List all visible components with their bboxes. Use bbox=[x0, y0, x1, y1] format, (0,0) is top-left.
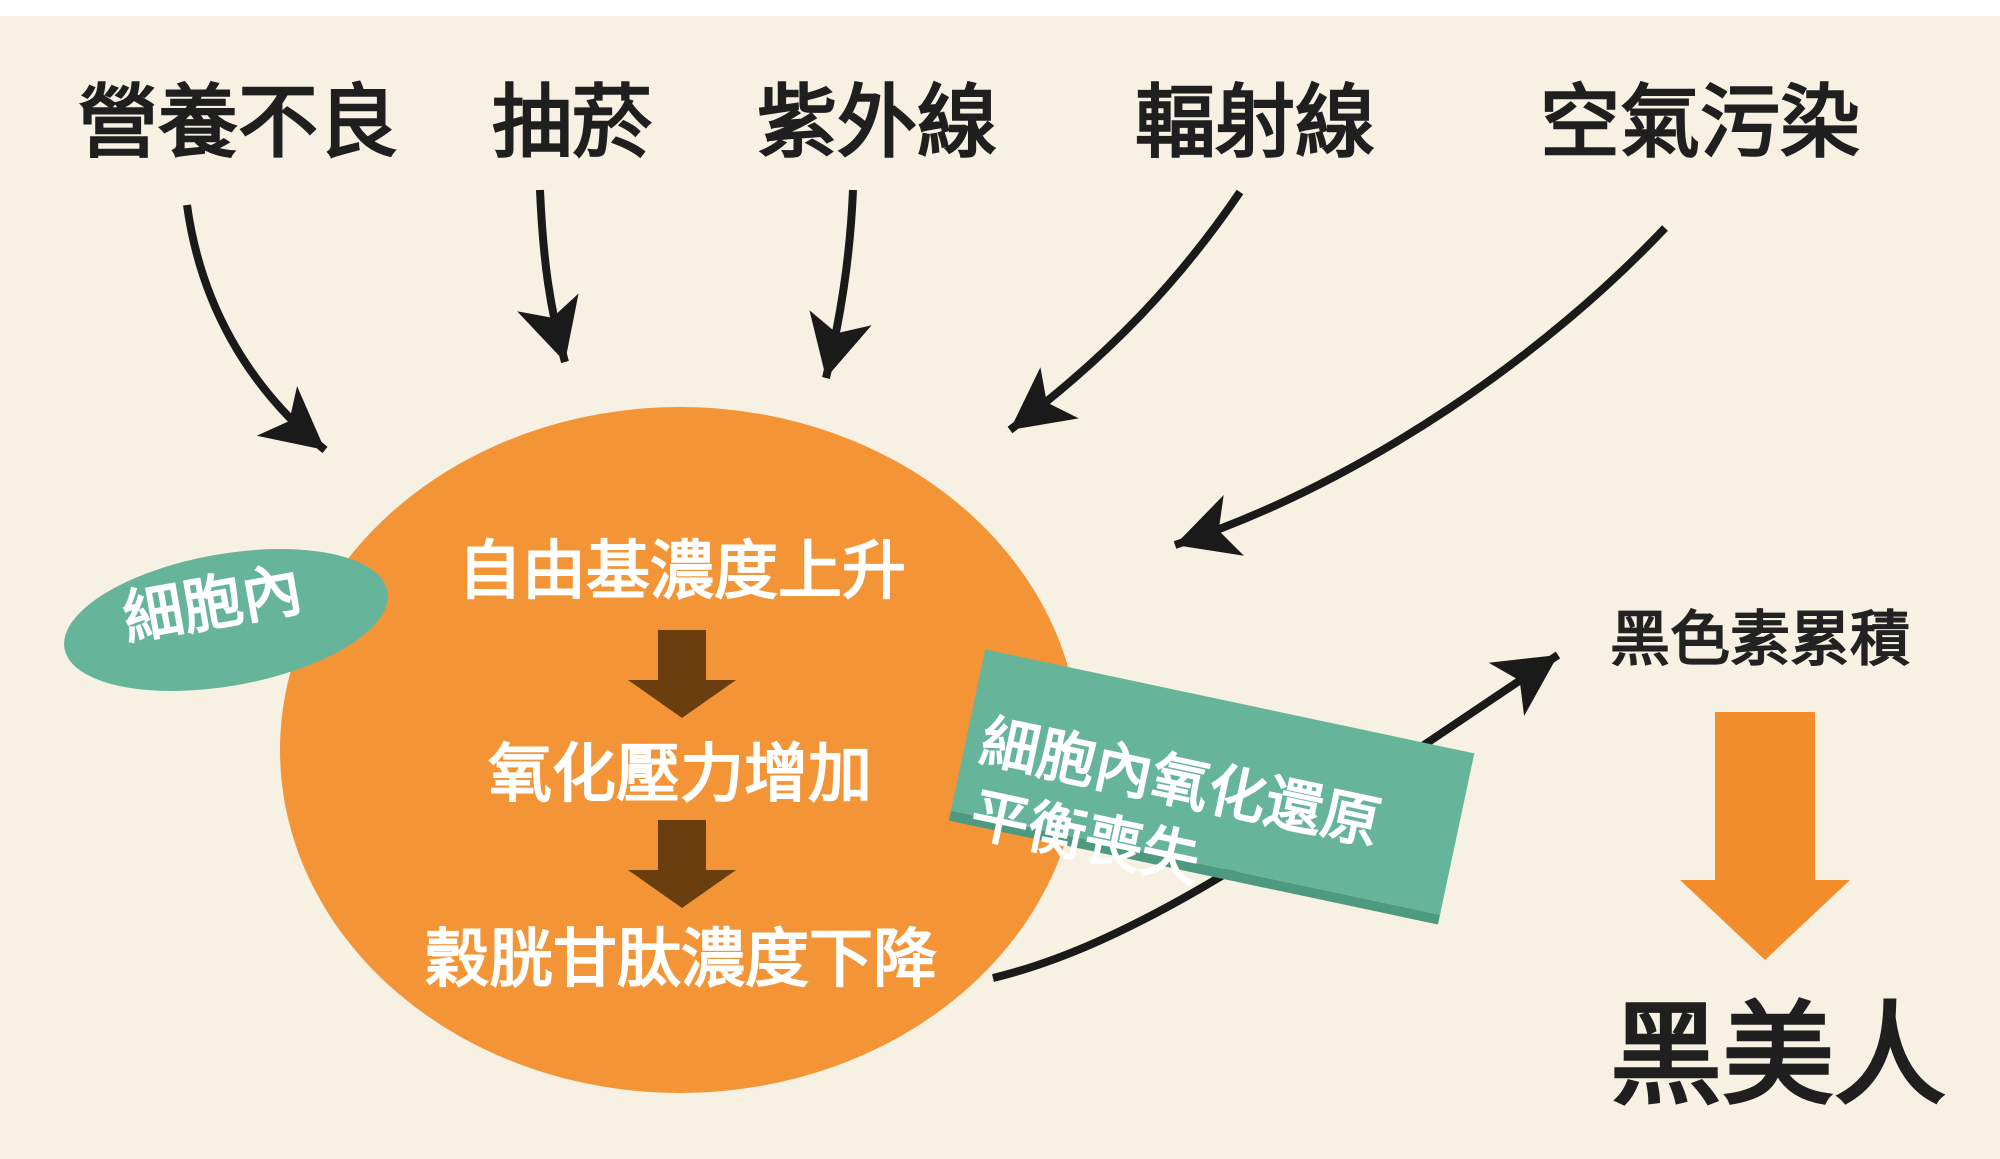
cause-malnutrition: 營養不良 bbox=[78, 76, 398, 169]
step-arrow-2 bbox=[628, 820, 736, 908]
arrow-malnutrition bbox=[183, 204, 328, 454]
step-arrow-1 bbox=[628, 630, 736, 718]
cause-radiation: 輻射線 bbox=[1135, 76, 1375, 169]
cause-air-pollution: 空氣污染 bbox=[1540, 76, 1860, 169]
step-glutathione: 穀胱甘肽濃度下降 bbox=[425, 923, 937, 997]
arrow-pollution bbox=[1173, 225, 1668, 556]
inside-cell-badge bbox=[64, 549, 388, 691]
cause-smoking: 抽菸 bbox=[492, 76, 652, 169]
step-free-radicals: 自由基濃度上升 bbox=[458, 535, 906, 609]
result-arrow bbox=[1680, 712, 1850, 960]
arrow-radiation bbox=[1007, 189, 1244, 434]
melanin-accumulation: 黑色素累積 bbox=[1610, 605, 1910, 675]
result-black-beauty: 黑美人 bbox=[1610, 991, 1946, 1121]
step-oxidative-stress: 氧化壓力增加 bbox=[488, 738, 872, 812]
central-circle bbox=[280, 407, 1080, 1093]
arrow-uv bbox=[809, 189, 872, 379]
redox-imbalance-box bbox=[948, 649, 1475, 925]
cause-uv: 紫外線 bbox=[757, 76, 997, 169]
arrow-smoking bbox=[517, 189, 579, 364]
